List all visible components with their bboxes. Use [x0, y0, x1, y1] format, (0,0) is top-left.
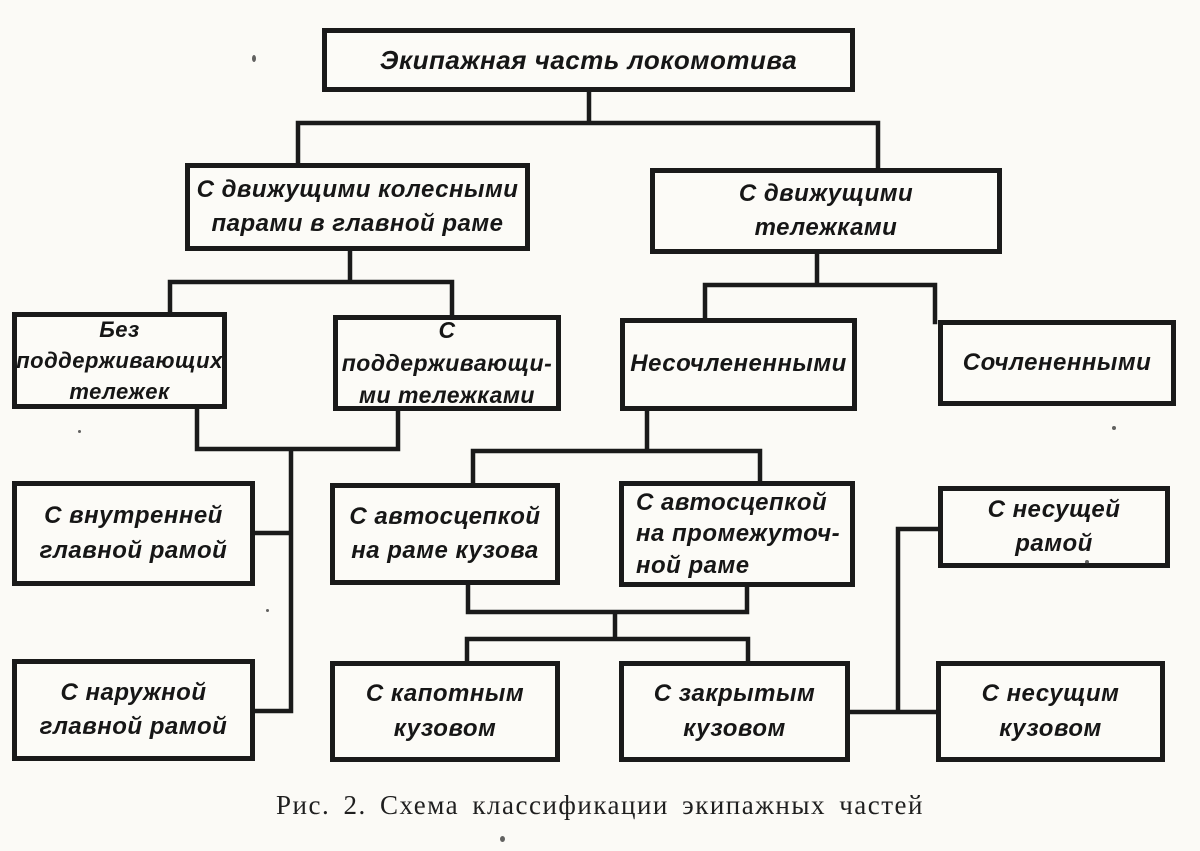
scan-speck: [500, 836, 505, 842]
figure-caption: Рис. 2. Схема классификации экипажных ча…: [276, 790, 924, 820]
node-load-bearing-body: С несущим кузовом: [936, 661, 1165, 762]
scan-speck: [252, 55, 256, 62]
node-driving-bogies: С движущими тележками: [650, 168, 1002, 254]
node-closed-body: С закрытым кузовом: [619, 661, 850, 762]
scan-speck: [78, 430, 81, 433]
node-coupler-on-body-frame: С автосцепкой на раме кузова: [330, 483, 560, 585]
node-load-bearing-frame: С несущей рамой: [938, 486, 1170, 568]
node-driving-wheelsets-in-main-frame: С движущими колесными парами в главной р…: [185, 163, 530, 251]
node-articulated: Сочлененными: [938, 320, 1176, 406]
scan-speck: [1085, 560, 1089, 564]
node-without-supporting-bogies: Без поддерживающих тележек: [12, 312, 227, 409]
scan-speck: [266, 609, 269, 612]
node-non-articulated: Несочлененными: [620, 318, 857, 411]
node-hood-body: С капотным кузовом: [330, 661, 560, 762]
scan-speck: [1112, 426, 1116, 430]
node-inner-main-frame: С внутренней главной рамой: [12, 481, 255, 586]
node-with-supporting-bogies: С поддерживающи- ми тележками: [333, 315, 561, 411]
node-coupler-on-intermediate-frame: С автосцепкой на промежуточ- ной раме: [619, 481, 855, 587]
node-outer-main-frame: С наружной главной рамой: [12, 659, 255, 761]
node-locomotive-running-gear: Экипажная часть локомотива: [322, 28, 855, 92]
